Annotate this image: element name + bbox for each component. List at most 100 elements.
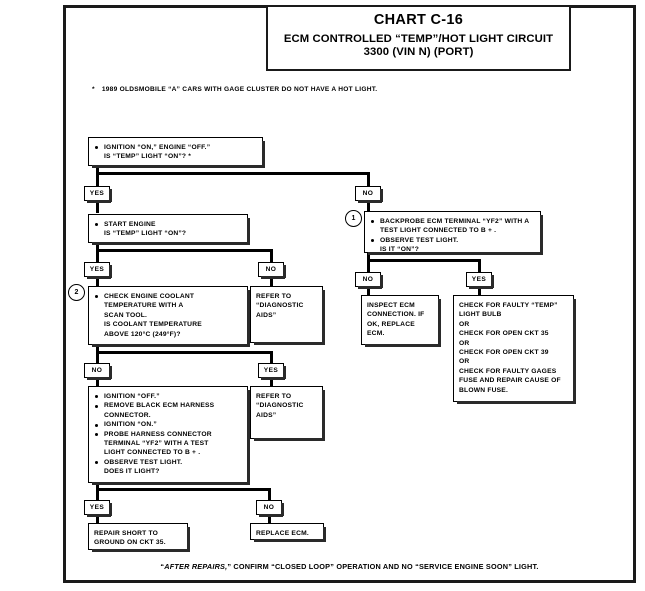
step-box-ignition-on-engine-off[interactable]: IGNITION “ON,” ENGINE “OFF.” IS “TEMP” L… bbox=[88, 137, 265, 168]
connector-bus1-right-drop bbox=[367, 172, 370, 186]
result-box-refer-to-diagnostic-aids-upper[interactable]: REFER TO “DIAGNOSTIC AIDS” bbox=[250, 286, 325, 345]
chart-subtitle-line-2: 3300 (VIN N) (PORT) bbox=[363, 46, 474, 58]
footer-rest-text: ” CONFIRM “CLOSED LOOP” OPERATION AND NO… bbox=[227, 562, 539, 571]
footnote-text: 1989 OLDSMOBILE “A” CARS WITH GAGE CLUST… bbox=[101, 86, 378, 93]
connector-step2-down bbox=[96, 243, 99, 251]
answer-tag-no-step3[interactable]: NO bbox=[84, 363, 112, 380]
connector-no1-to-step4 bbox=[367, 200, 370, 213]
answer-label: NO bbox=[263, 504, 275, 511]
check-faulty-line-4: CHECK FOR OPEN CKT 35 bbox=[459, 330, 549, 338]
connector-bus1-left-drop bbox=[96, 172, 99, 186]
connector-bus-3 bbox=[367, 259, 481, 262]
inspect-ecm-line-4: ECM. bbox=[367, 330, 385, 338]
connector-no2-to-aids-upper bbox=[270, 276, 273, 286]
inspect-ecm-line-3: OK, REPLACE bbox=[367, 320, 415, 328]
step-number-circle-1: 1 bbox=[345, 210, 362, 227]
connector-bus2-right-drop bbox=[270, 249, 273, 262]
step5-line-8: OBSERVE TEST LIGHT. bbox=[94, 458, 242, 467]
result-box-inspect-ecm-connection[interactable]: INSPECT ECM CONNECTION. IF OK, REPLACE E… bbox=[361, 295, 441, 347]
step2-line-1: START ENGINE bbox=[94, 220, 242, 229]
check-faulty-line-3: OR bbox=[459, 320, 470, 328]
step4-line-2: TEST LIGHT CONNECTED TO B + . bbox=[380, 227, 497, 235]
step4-line-1: BACKPROBE ECM TERMINAL “YF2” WITH A bbox=[370, 217, 535, 226]
result-box-refer-to-diagnostic-aids-lower[interactable]: REFER TO “DIAGNOSTIC AIDS” bbox=[250, 386, 325, 441]
answer-label: NO bbox=[362, 276, 374, 283]
answer-label: YES bbox=[263, 367, 279, 374]
step-box-start-engine[interactable]: START ENGINE IS “TEMP” LIGHT “ON”? bbox=[88, 214, 250, 245]
connector-yes3-to-check-faulty bbox=[478, 286, 481, 295]
answer-label: NO bbox=[265, 266, 277, 273]
answer-tag-yes-step1[interactable]: YES bbox=[84, 186, 112, 203]
check-faulty-line-2: LIGHT BULB bbox=[459, 311, 502, 319]
answer-tag-no-step1[interactable]: NO bbox=[355, 186, 383, 203]
answer-tag-yes-step4[interactable]: YES bbox=[466, 272, 494, 289]
aids-lower-line-1: REFER TO bbox=[256, 393, 292, 400]
connector-bus3-right-drop bbox=[478, 259, 481, 272]
footer-quote-open: “ bbox=[160, 562, 165, 571]
chart-title-block: CHART C-16 ECM CONTROLLED “TEMP”/HOT LIG… bbox=[266, 5, 571, 71]
connector-bus5-right-drop bbox=[268, 488, 271, 500]
chart-footnote: * 1989 OLDSMOBILE “A” CARS WITH GAGE CLUS… bbox=[92, 86, 512, 93]
chart-subtitle-line-1: ECM CONTROLLED “TEMP”/HOT LIGHT CIRCUIT bbox=[283, 33, 554, 45]
result-box-replace-ecm[interactable]: REPLACE ECM. bbox=[250, 523, 326, 542]
footer-italic-text: AFTER REPAIRS, bbox=[164, 562, 228, 571]
connector-step4-down bbox=[367, 253, 370, 261]
connector-bus-2 bbox=[96, 249, 273, 252]
inspect-ecm-line-2: CONNECTION. IF bbox=[367, 311, 425, 319]
answer-tag-yes-step5[interactable]: YES bbox=[84, 500, 112, 517]
aids-lower-line-3: AIDS” bbox=[256, 411, 277, 419]
step-box-check-engine-coolant-temperature[interactable]: CHECK ENGINE COOLANT TEMPERATURE WITH A … bbox=[88, 286, 250, 347]
step2-line-2: IS “TEMP” LIGHT “ON”? bbox=[104, 230, 187, 238]
step3-line-2: TEMPERATURE WITH A bbox=[104, 302, 184, 310]
result-box-repair-short-to-ground[interactable]: REPAIR SHORT TO GROUND ON CKT 35. bbox=[88, 523, 190, 552]
connector-bus-1 bbox=[96, 172, 370, 175]
check-faulty-line-8: CHECK FOR FAULTY GAGES bbox=[459, 367, 557, 375]
step4-line-4: IS IT “ON”? bbox=[380, 246, 419, 254]
check-faulty-line-1: CHECK FOR FAULTY “TEMP” bbox=[459, 302, 558, 309]
aids-upper-line-3: AIDS” bbox=[256, 311, 277, 319]
check-faulty-line-7: OR bbox=[459, 358, 470, 366]
connector-step1-down bbox=[96, 166, 99, 175]
answer-tag-no-step5[interactable]: NO bbox=[256, 500, 284, 517]
step5-line-2: REMOVE BLACK ECM HARNESS bbox=[94, 401, 242, 410]
check-faulty-line-6: CHECK FOR OPEN CKT 39 bbox=[459, 349, 549, 357]
chart-footer-note: “AFTER REPAIRS,” CONFIRM “CLOSED LOOP” O… bbox=[63, 562, 636, 571]
answer-tag-yes-step3[interactable]: YES bbox=[258, 363, 286, 380]
inspect-ecm-line-1: INSPECT ECM bbox=[367, 302, 415, 309]
step-box-backprobe-ecm-terminal[interactable]: BACKPROBE ECM TERMINAL “YF2” WITH A TEST… bbox=[364, 211, 543, 255]
step1-line-2: IS “TEMP” LIGHT “ON”? * bbox=[104, 153, 192, 161]
step-number-label: 2 bbox=[74, 289, 79, 296]
answer-tag-no-step2[interactable]: NO bbox=[258, 262, 286, 279]
step5-line-4: IGNITION “ON.” bbox=[94, 420, 242, 429]
step-box-probe-harness-connector[interactable]: IGNITION “OFF.” REMOVE BLACK ECM HARNESS… bbox=[88, 386, 250, 485]
answer-label: NO bbox=[362, 190, 374, 197]
connector-bus4-left-drop bbox=[96, 351, 99, 363]
step5-line-3: CONNECTOR. bbox=[104, 411, 151, 419]
replace-ecm-line-1: REPLACE ECM. bbox=[256, 530, 309, 537]
result-box-check-for-faulty-temp-light[interactable]: CHECK FOR FAULTY “TEMP” LIGHT BULB OR CH… bbox=[453, 295, 576, 404]
step5-line-1: IGNITION “OFF.” bbox=[94, 392, 242, 401]
step-number-circle-2: 2 bbox=[68, 284, 85, 301]
step3-line-5: ABOVE 120°C (249°F)? bbox=[104, 330, 181, 338]
chart-title: CHART C-16 bbox=[373, 12, 464, 28]
answer-tag-yes-step2[interactable]: YES bbox=[84, 262, 112, 279]
connector-no5-to-replace-ecm bbox=[268, 514, 271, 523]
aids-lower-line-2: “DIAGNOSTIC bbox=[256, 402, 304, 410]
answer-label: YES bbox=[471, 276, 487, 283]
step5-line-6: TERMINAL “YF2” WITH A TEST bbox=[104, 440, 209, 448]
connector-step5-down bbox=[96, 483, 99, 490]
aids-upper-line-1: REFER TO bbox=[256, 293, 292, 300]
check-faulty-line-10: BLOWN FUSE. bbox=[459, 386, 509, 394]
step3-line-1: CHECK ENGINE COOLANT bbox=[94, 292, 242, 301]
connector-yes1-to-step2 bbox=[96, 200, 99, 213]
connector-bus5-left-drop bbox=[96, 488, 99, 500]
answer-tag-no-step4[interactable]: NO bbox=[355, 272, 383, 289]
repair-short-line-1: REPAIR SHORT TO bbox=[94, 530, 159, 537]
connector-no3-to-inspect bbox=[367, 286, 370, 295]
connector-yes4-to-aids-lower bbox=[270, 377, 273, 386]
footnote-asterisk: * bbox=[92, 86, 95, 93]
connector-bus3-left-drop bbox=[367, 259, 370, 272]
step-number-label: 1 bbox=[351, 215, 356, 222]
step4-line-3: OBSERVE TEST LIGHT. bbox=[370, 236, 535, 245]
check-faulty-line-9: FUSE AND REPAIR CAUSE OF bbox=[459, 377, 561, 385]
